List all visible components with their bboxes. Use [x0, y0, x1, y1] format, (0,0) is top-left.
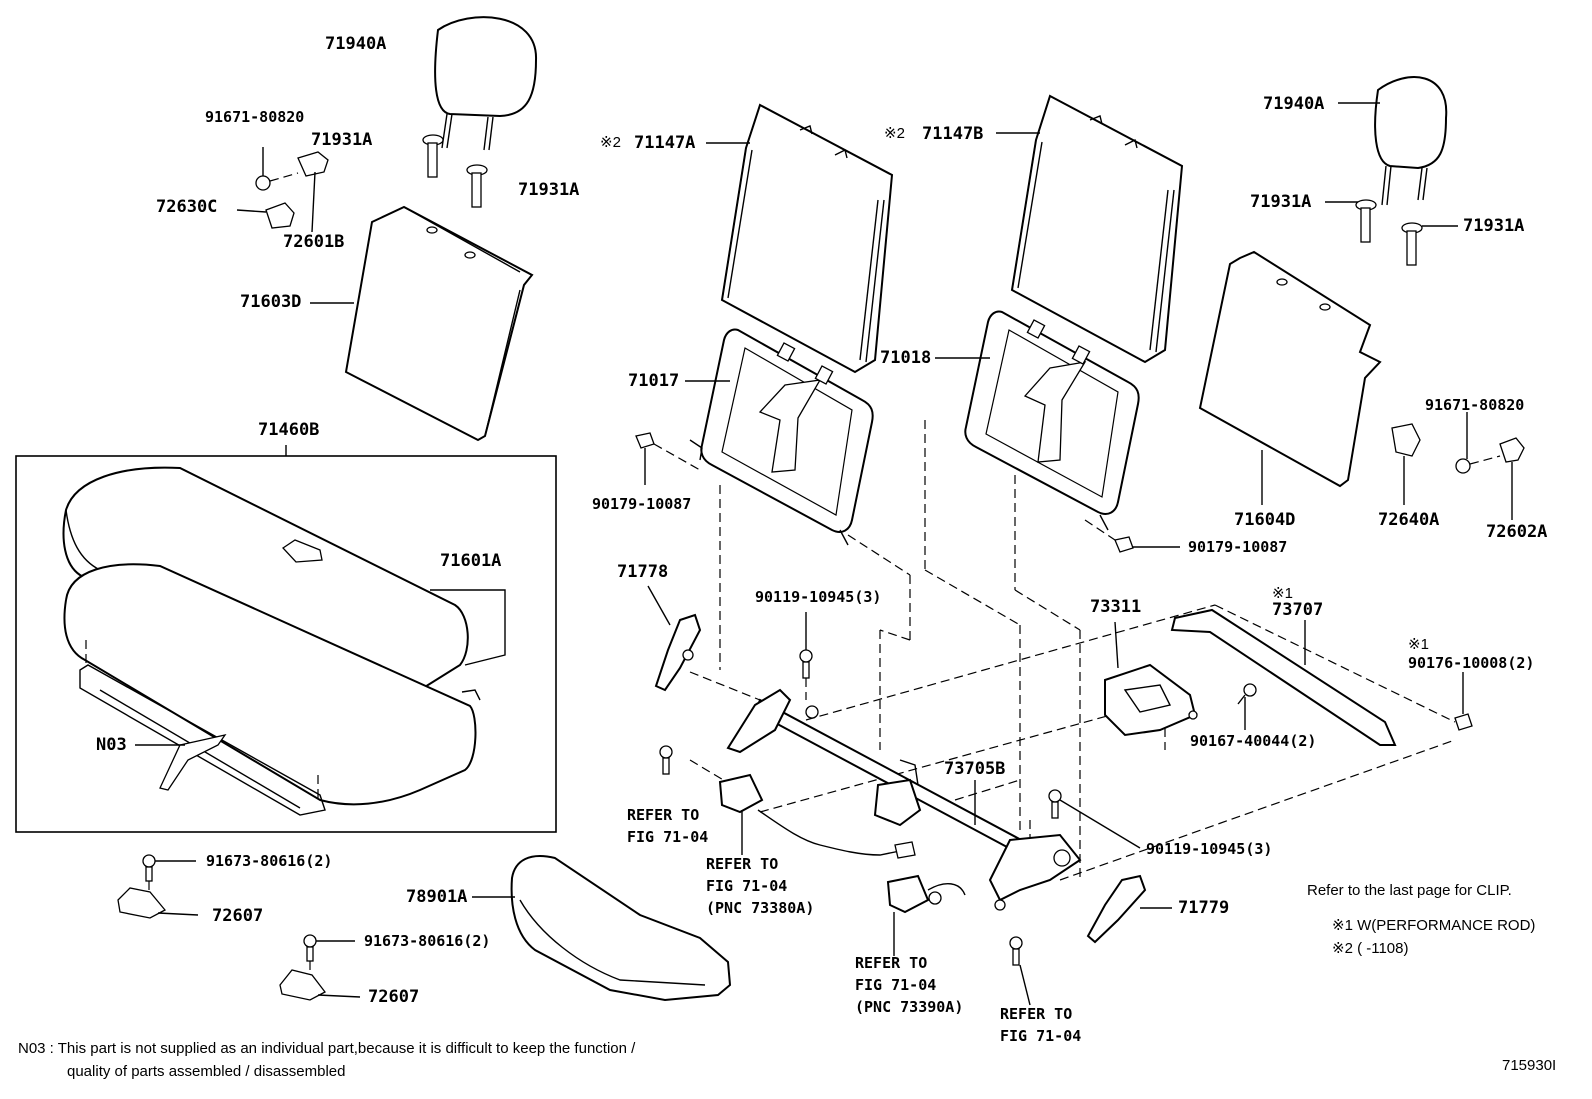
seatback-frame-71017 [689, 328, 874, 546]
mark-2-71147B: ※2 [884, 125, 905, 142]
mark-1-73707: ※1 [1272, 585, 1293, 602]
label-90176-10008: 90176-10008(2) [1408, 654, 1535, 672]
refer-4-line1[interactable]: REFER TO [1000, 1005, 1073, 1023]
bolt-refer-4 [1009, 936, 1031, 1006]
lever-71779 [1086, 874, 1172, 944]
clip-72601B [297, 151, 329, 233]
refer-3-line2[interactable]: FIG 71-04 [855, 976, 937, 994]
label-73707: 73707 [1272, 600, 1324, 620]
buckle-73380A [718, 773, 916, 859]
headrest-guide-left-1 [422, 134, 444, 178]
cushion-cover-71601A [62, 466, 469, 710]
refer-2-line1[interactable]: REFER TO [706, 855, 779, 873]
label-71604D: 71604D [1234, 510, 1296, 530]
label-78901A: 78901A [406, 887, 468, 907]
tray-78901A [510, 855, 732, 1002]
seat-frame-73705B [726, 688, 1082, 911]
refer-2-line2[interactable]: FIG 71-04 [706, 877, 788, 895]
clip-note: Refer to the last page for CLIP. [1307, 882, 1512, 899]
seatback-pad-71603D [310, 205, 534, 442]
buckle-73390A [886, 874, 966, 956]
label-73311: 73311 [1090, 597, 1142, 617]
cushion-assembly-box [15, 455, 557, 833]
label-90119-10945-bottom: 90119-10945(3) [1146, 840, 1273, 858]
bolt-90119-top [799, 612, 813, 700]
label-71778: 71778 [617, 562, 669, 582]
nut-90179-left [635, 432, 701, 485]
performance-rod-73707 [1170, 608, 1397, 746]
refer-3-line1[interactable]: REFER TO [855, 954, 928, 972]
seatback-frame-71018 [964, 310, 1140, 531]
label-71931A-left-1: 71931A [311, 130, 373, 150]
label-71147A: 71147A [634, 133, 696, 153]
label-91673-80616-a: 91673-80616(2) [206, 852, 333, 870]
headrest-guide-right-1 [1355, 199, 1377, 243]
label-71931A-right-2: 71931A [1463, 216, 1525, 236]
label-71940A-left: 71940A [325, 34, 387, 54]
cover-72640A [1391, 423, 1421, 505]
n03-note-line2: quality of parts assembled / disassemble… [67, 1063, 346, 1080]
label-90179-10087-left: 90179-10087 [592, 495, 692, 513]
label-71601A: 71601A [440, 551, 502, 571]
label-71779: 71779 [1178, 898, 1230, 918]
label-71931A-left-2: 71931A [518, 180, 580, 200]
label-71460B: 71460B [258, 420, 320, 440]
mark-2-note: ※2 ( -1108) [1332, 940, 1409, 957]
label-91671-80820-right: 91671-80820 [1425, 396, 1525, 414]
label-71931A-right-1: 71931A [1250, 192, 1312, 212]
label-N03: N03 [96, 735, 127, 755]
headrest-guide-right-2 [1401, 222, 1423, 266]
label-72601B: 72601B [283, 232, 345, 252]
lever-71778 [647, 585, 702, 692]
mark-1-note: ※1 W(PERFORMANCE ROD) [1332, 917, 1536, 934]
clip-72602A [1499, 437, 1525, 520]
label-91673-80616-b: 91673-80616(2) [364, 932, 491, 950]
bolt-90119-bottom [1048, 789, 1141, 849]
nut-90176 [1454, 672, 1473, 731]
bolt-91671-left [255, 147, 299, 191]
bracket-72607-a [117, 854, 199, 919]
bolt-90167 [1237, 683, 1257, 730]
headrest-left [434, 16, 538, 151]
headrest-guide-left-2 [466, 164, 488, 208]
label-71147B: 71147B [922, 124, 984, 144]
bolt-91671-right [1455, 412, 1501, 474]
figure-id: 715930I [1502, 1057, 1557, 1074]
label-72602A: 72602A [1486, 522, 1548, 542]
label-90179-10087-right: 90179-10087 [1188, 538, 1288, 556]
label-72630C: 72630C [156, 197, 218, 217]
refer-1-line2[interactable]: FIG 71-04 [627, 828, 709, 846]
bracket-72607-b [279, 934, 361, 1001]
n03-note-line1: N03 : This part is not supplied as an in… [18, 1040, 636, 1057]
label-71018: 71018 [880, 348, 932, 368]
mark-2-71147A: ※2 [600, 134, 621, 151]
strap-N03 [135, 734, 227, 791]
refer-3-line3[interactable]: (PNC 73390A) [855, 998, 964, 1016]
label-72607-b: 72607 [368, 987, 420, 1007]
refer-2-line3[interactable]: (PNC 73380A) [706, 899, 815, 917]
nut-90179-right [1084, 519, 1180, 553]
cushion-pad [63, 563, 481, 806]
refer-1-line1[interactable]: REFER TO [627, 806, 700, 824]
label-91671-80820-left: 91671-80820 [205, 108, 305, 126]
label-71940A-right: 71940A [1263, 94, 1325, 114]
bracket-73311 [1104, 621, 1198, 737]
label-72640A: 72640A [1378, 510, 1440, 530]
seatback-board-71147B [1010, 94, 1184, 364]
label-72607-a: 72607 [212, 906, 264, 926]
label-71017: 71017 [628, 371, 680, 391]
label-90119-10945-top: 90119-10945(3) [755, 588, 882, 606]
headrest-right [1374, 76, 1448, 206]
bolt-refer-1 [659, 745, 673, 775]
cover-72630C [236, 202, 295, 229]
seatback-pad-71604D [1198, 250, 1382, 505]
label-71603D: 71603D [240, 292, 302, 312]
label-90167-40044: 90167-40044(2) [1190, 732, 1317, 750]
mark-1-90176: ※1 [1408, 636, 1429, 653]
label-73705B: 73705B [944, 759, 1006, 779]
seatback-board-71147A [720, 103, 894, 374]
refer-4-line2[interactable]: FIG 71-04 [1000, 1027, 1082, 1045]
